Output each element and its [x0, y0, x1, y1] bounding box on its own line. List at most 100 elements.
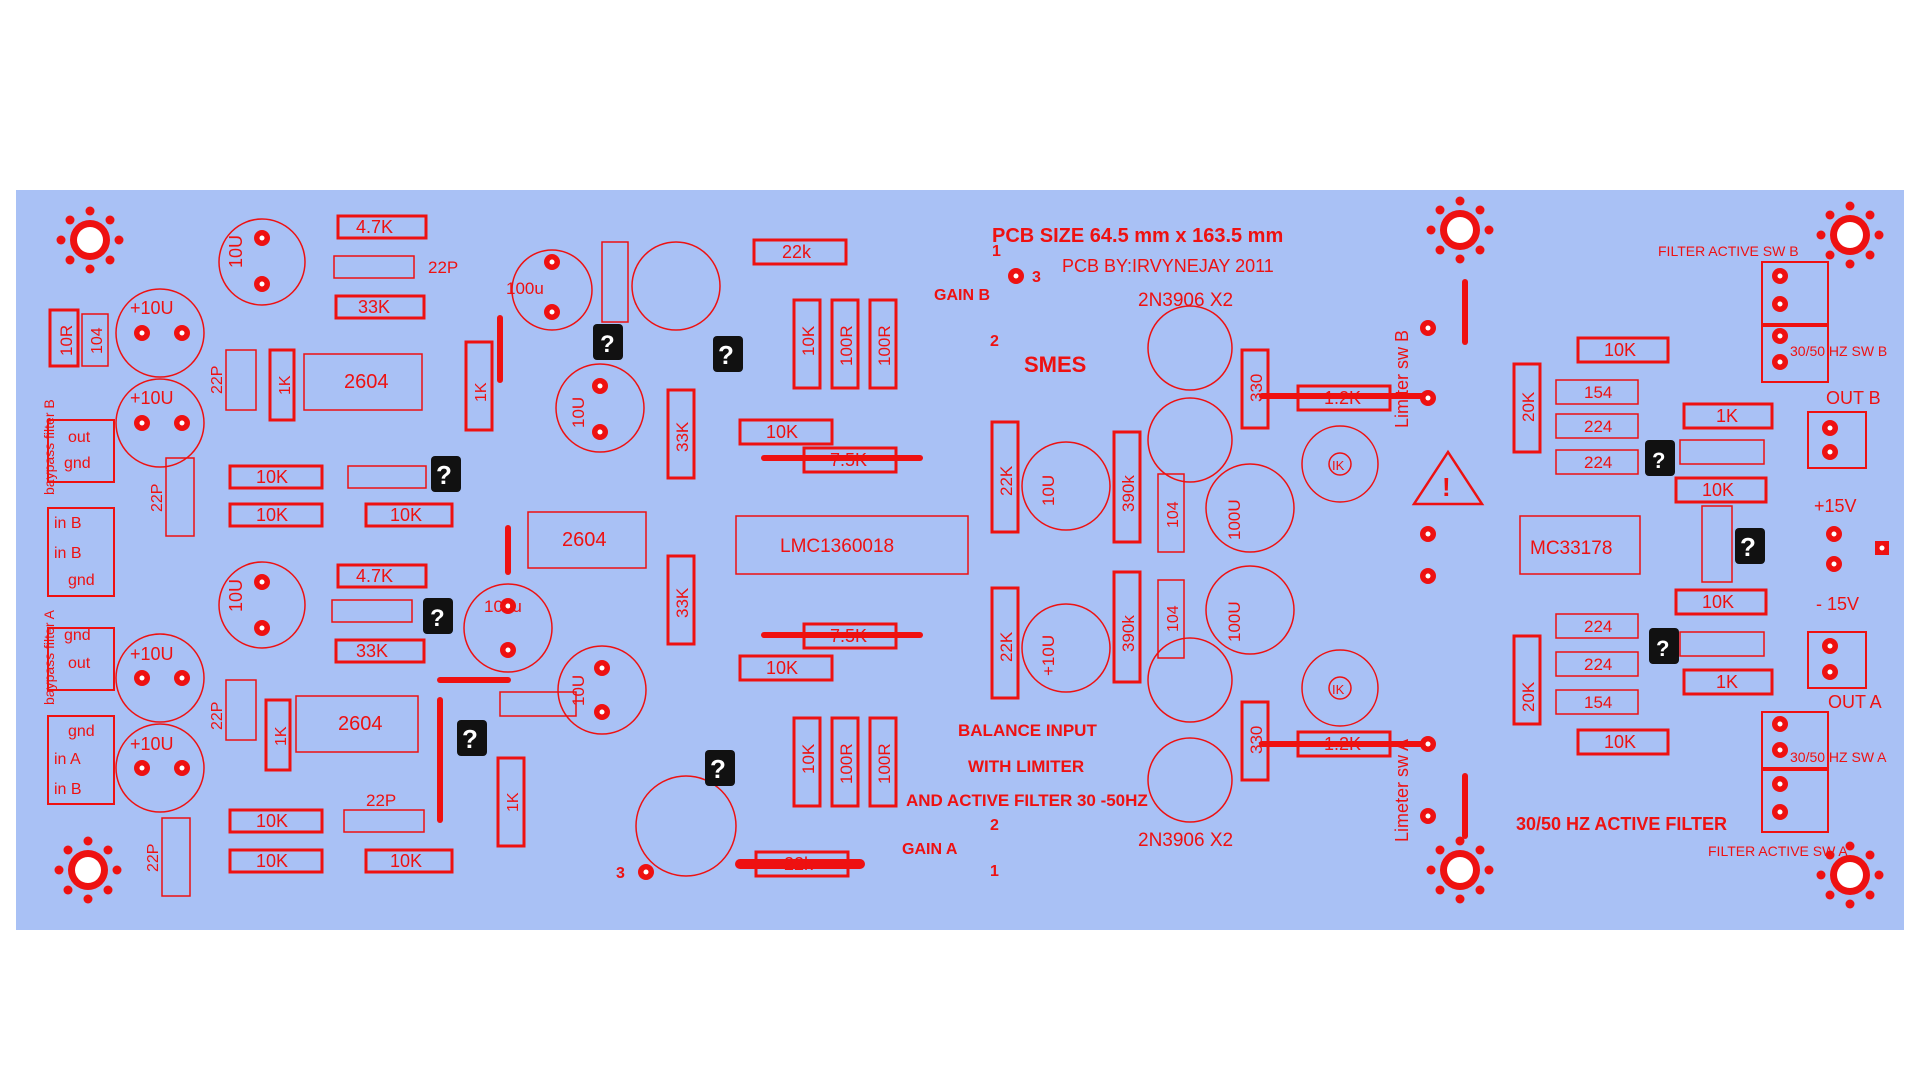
use-mark — [134, 670, 150, 686]
out-a-label: OUT A — [1828, 692, 1882, 712]
res-10k-l6: 10K — [390, 851, 422, 871]
res-390k-bottom: 390k — [1119, 615, 1138, 652]
use-mark — [592, 424, 608, 440]
circle-mark — [115, 378, 205, 468]
cap-154-bottom: 154 — [1584, 693, 1612, 712]
unknown-markers: ? ? ? ? ? ? ? ? ? — [423, 324, 1765, 786]
rect-mark — [48, 308, 80, 368]
connector-out-b: out — [68, 429, 91, 446]
res-10k-r1: 10K — [1604, 340, 1636, 360]
rect-mark — [601, 241, 629, 323]
gain-b-label: GAIN B — [934, 287, 990, 304]
res-7-5k-top: 7.5K — [830, 450, 867, 470]
res-33k-c2: 33K — [673, 587, 692, 618]
cap-10u-a1: +10U — [130, 644, 174, 664]
rect-mark — [499, 691, 577, 717]
use-mark — [1822, 638, 1838, 654]
use-mark — [254, 574, 270, 590]
use-mark — [254, 276, 270, 292]
rect-mark — [1679, 631, 1765, 657]
use-mark — [594, 704, 610, 720]
cap-104-left: 104 — [89, 327, 106, 354]
filter-title: 30/50 HZ ACTIVE FILTER — [1516, 814, 1727, 834]
rect-mark — [1761, 711, 1829, 769]
use-mark — [1008, 268, 1024, 284]
use-mark — [174, 760, 190, 776]
rect-mark — [1555, 379, 1639, 405]
circle-mark — [631, 241, 721, 331]
use-mark — [1772, 776, 1788, 792]
circle-mark — [1205, 463, 1295, 553]
circle-mark — [557, 645, 647, 735]
gain-a-label: GAIN A — [902, 841, 958, 858]
use-mark — [1822, 420, 1838, 436]
res-10k-c2: 10K — [766, 422, 798, 442]
circle-mark — [218, 218, 306, 306]
cap-10u-mid: 10U — [226, 579, 246, 612]
res-330-bottom: 330 — [1247, 726, 1266, 754]
use-mark — [134, 325, 150, 341]
rect-mark — [1512, 634, 1542, 726]
cap-22p-top: 22P — [428, 258, 458, 277]
cap-22p-bottom: 22P — [209, 702, 226, 730]
cap-10u-b2: +10U — [130, 388, 174, 408]
ic-lmc: LMC1360018 — [735, 515, 969, 575]
cap-100u-lim-top: 100U — [1225, 499, 1244, 540]
use-mark — [500, 642, 516, 658]
circle-mark — [1301, 649, 1379, 727]
rect-mark — [1296, 730, 1392, 758]
connector-in-b-1: in B — [54, 515, 82, 532]
circle-mark — [1205, 565, 1295, 655]
res-10k-c1: 10K — [799, 325, 818, 356]
circle-mark — [115, 633, 205, 723]
use-mark — [1772, 354, 1788, 370]
rect-mark — [1761, 769, 1829, 833]
res-20k-bottom: 20K — [1519, 681, 1538, 712]
res-1k-cl-top: 1K — [473, 382, 490, 402]
rect-mark — [347, 465, 427, 489]
transistor-label-top: 2N3906 X2 — [1138, 290, 1233, 311]
board-substrate — [16, 190, 1904, 930]
res-1-2k-top: 1.2K — [1324, 388, 1361, 408]
circle-mark — [218, 561, 306, 649]
res-100r-c3: 100R — [837, 743, 856, 784]
res-10r: 10R — [57, 325, 76, 356]
copper-traces — [437, 279, 1468, 869]
res-7-5k-bottom: 7.5K — [830, 626, 867, 646]
gain-b-pin-2: 2 — [990, 333, 999, 350]
gain-b-pin-1: 1 — [992, 243, 1001, 260]
rect-mark — [303, 353, 423, 411]
res-33k-c1: 33K — [673, 421, 692, 452]
connector-in-a: in A — [54, 751, 81, 768]
connector-gnd-a: gnd — [64, 627, 91, 644]
warning-icon: ! — [1442, 472, 1451, 502]
transistor-label-bottom: 2N3906 X2 — [1138, 830, 1233, 851]
rect-mark — [336, 214, 428, 240]
res-22k-top: 22k — [782, 242, 812, 262]
cap-224-t2: 224 — [1584, 453, 1612, 472]
use-mark — [1826, 526, 1842, 542]
rect-mark — [1682, 402, 1774, 430]
use-mark — [134, 760, 150, 776]
rect-mark — [1674, 476, 1768, 504]
gain-b-pin-3: 3 — [1032, 269, 1041, 286]
rect-mark — [752, 238, 848, 266]
polygon-mark — [1411, 449, 1485, 506]
rect-mark — [1555, 689, 1639, 715]
res-100r-c4: 100R — [875, 743, 894, 784]
circle-mark — [635, 775, 737, 877]
res-10k-l1: 10K — [256, 467, 288, 487]
rect-mark — [1157, 473, 1185, 553]
rect-mark — [754, 850, 850, 878]
use-mark — [544, 304, 560, 320]
use-mark — [544, 254, 560, 270]
rect-mark — [336, 563, 428, 589]
use-mark — [1772, 328, 1788, 344]
rect-mark — [1112, 430, 1142, 544]
rect-mark — [1240, 700, 1270, 782]
rect-mark — [333, 255, 415, 279]
use-mark — [134, 415, 150, 431]
rect-mark — [990, 586, 1020, 700]
circle-mark — [463, 583, 553, 673]
